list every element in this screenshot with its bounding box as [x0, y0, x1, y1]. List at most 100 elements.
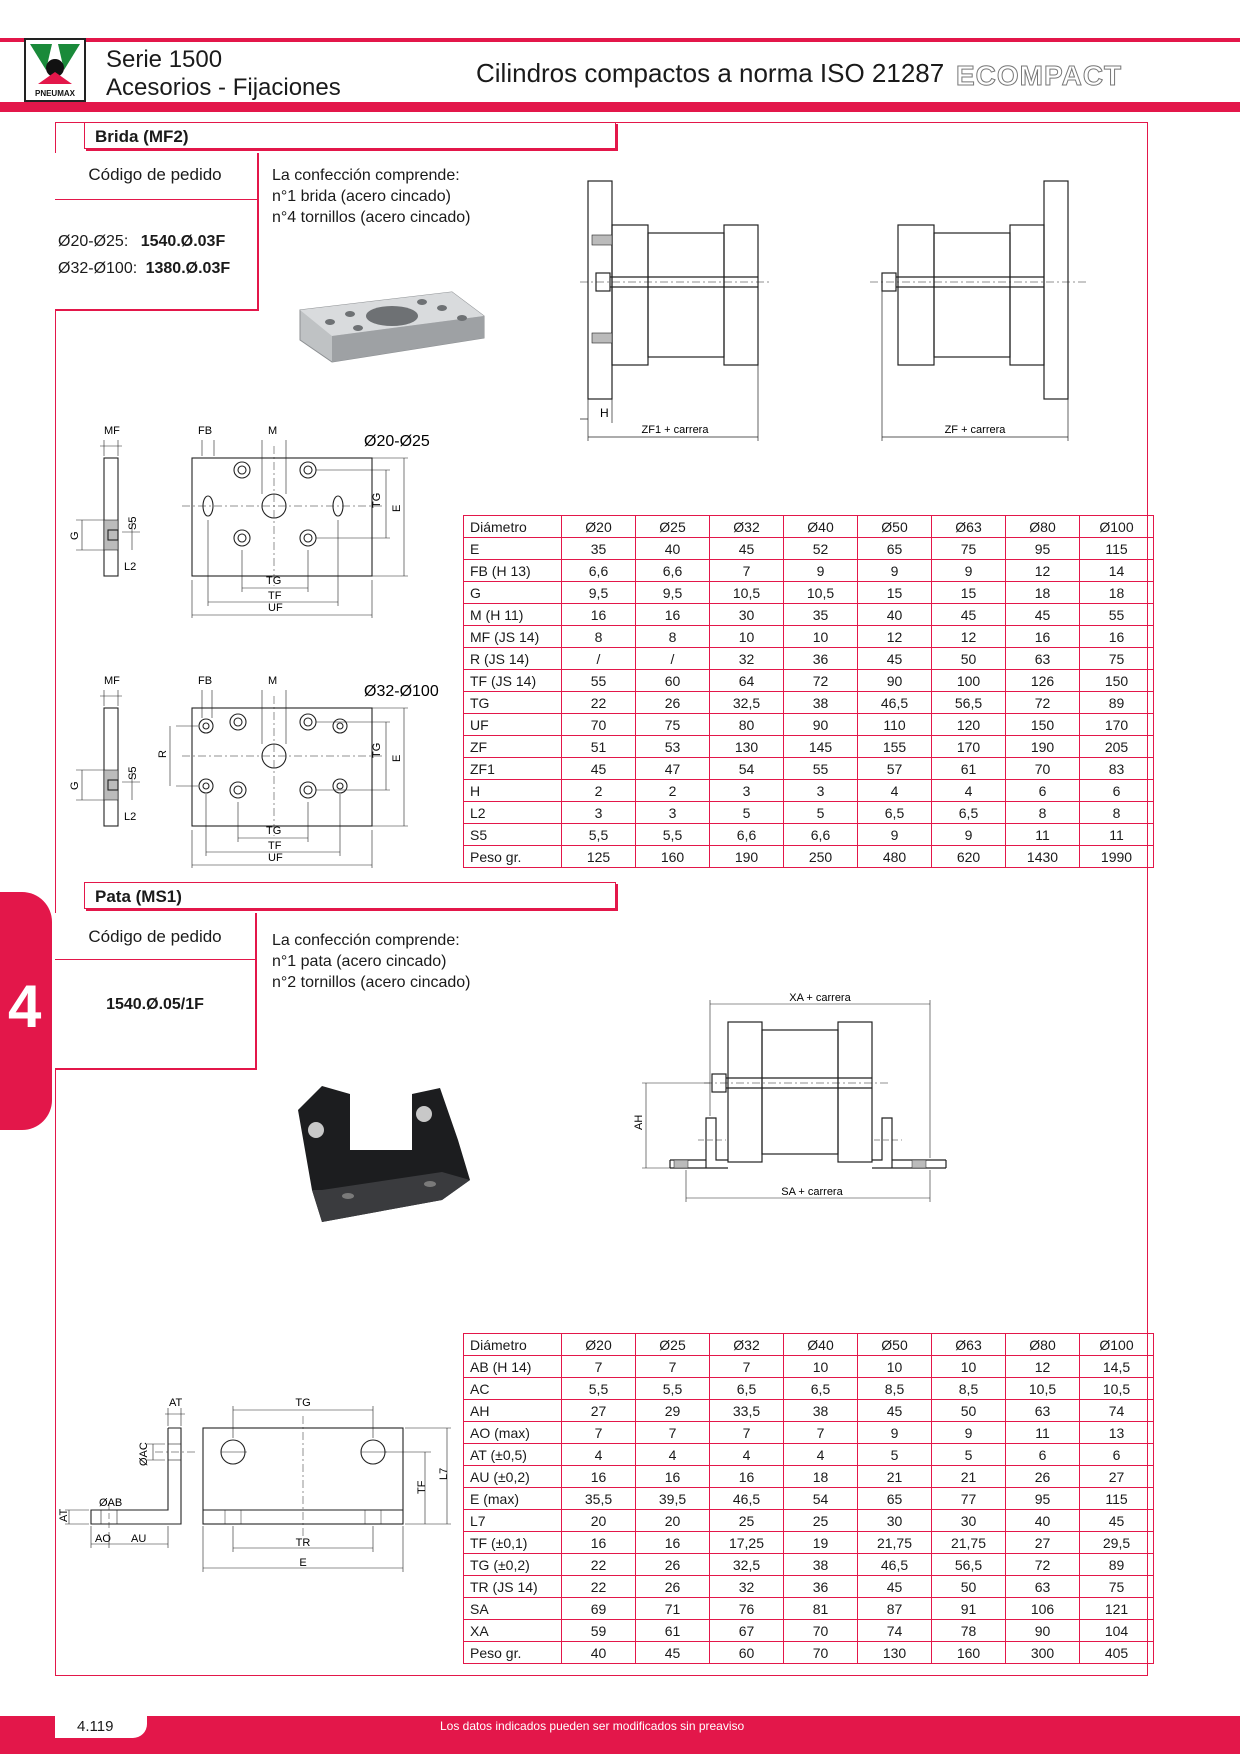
table-cell: 8 [635, 625, 710, 648]
table-cell: 12 [1005, 559, 1080, 582]
table-cell: 89 [1079, 691, 1154, 714]
dim-tg-label: TG [295, 1397, 310, 1409]
table-cell: 40 [561, 1641, 636, 1664]
table-cell: 115 [1079, 1487, 1154, 1510]
dim-tf-label: TF [416, 1480, 428, 1494]
dim-zf-label: ZF + carrera [945, 424, 1007, 436]
dim-m-label: M [268, 425, 277, 437]
pata-code-divider [55, 959, 255, 960]
table-cell: 30 [709, 603, 784, 626]
table-header-cell: Ø40 [783, 515, 858, 538]
table-cell: 7 [561, 1421, 636, 1444]
brida-code-range: Ø32-Ø100: [58, 260, 138, 277]
table-cell: 32,5 [709, 691, 784, 714]
table-cell: 18 [1079, 581, 1154, 604]
table-cell: 8,5 [931, 1377, 1006, 1400]
table-cell: 15 [857, 581, 932, 604]
table-cell: 70 [783, 1619, 858, 1642]
brida-contents: La confección comprende: n°1 brida (acer… [272, 165, 471, 228]
table-cell: 6,5 [783, 1377, 858, 1400]
table-cell: 15 [931, 581, 1006, 604]
table-cell: 2 [635, 779, 710, 802]
table-cell: 70 [783, 1641, 858, 1664]
table-row-label: S5 [463, 823, 562, 846]
table-cell: 6 [1079, 1443, 1154, 1466]
table-cell: 2 [561, 779, 636, 802]
table-cell: 30 [931, 1509, 1006, 1532]
table-cell: 9 [931, 559, 1006, 582]
table-cell: 91 [931, 1597, 1006, 1620]
table-cell: 6,6 [635, 559, 710, 582]
table-cell: 10,5 [709, 581, 784, 604]
footer-disclaimer: Los datos indicados pueden ser modificad… [440, 1719, 745, 1733]
table-cell: 53 [635, 735, 710, 758]
table-cell: 170 [931, 735, 1006, 758]
pata-contents: La confección comprende: n°1 pata (acero… [272, 930, 471, 993]
table-cell: 170 [1079, 713, 1154, 736]
table-cell: 190 [709, 845, 784, 868]
series-subtitle: Acesorios - Fijaciones [106, 74, 341, 101]
table-cell: 11 [1005, 823, 1080, 846]
table-cell: 10,5 [1079, 1377, 1154, 1400]
table-cell: 59 [561, 1619, 636, 1642]
table-cell: 480 [857, 845, 932, 868]
table-cell: 145 [783, 735, 858, 758]
table-cell: 300 [1005, 1641, 1080, 1664]
dim-s5-label: S5 [127, 767, 139, 780]
table-cell: 100 [931, 669, 1006, 692]
table-cell: 11 [1005, 1421, 1080, 1444]
footer-bar [0, 1716, 1240, 1754]
table-cell: 9 [857, 559, 932, 582]
pata-contents-item: n°1 pata (acero cincado) [272, 953, 447, 970]
table-cell: 60 [635, 669, 710, 692]
table-cell: 205 [1079, 735, 1154, 758]
table-header-cell: Ø100 [1079, 1333, 1154, 1356]
brida-code-divider [55, 199, 257, 200]
table-cell: 56,5 [931, 1553, 1006, 1576]
table-cell: 50 [931, 1575, 1006, 1598]
table-cell: 22 [561, 1575, 636, 1598]
table-cell: 78 [931, 1619, 1006, 1642]
table-cell: 150 [1005, 713, 1080, 736]
table-cell: 160 [931, 1641, 1006, 1664]
table-cell: 26 [635, 1553, 710, 1576]
dim-e-label: E [391, 755, 403, 762]
table-cell: 126 [1005, 669, 1080, 692]
table-header-cell: Ø80 [1005, 515, 1080, 538]
table-cell: 63 [1005, 1575, 1080, 1598]
table-cell: 29,5 [1079, 1531, 1154, 1554]
dim-oab-label: ØAB [99, 1497, 122, 1509]
table-cell: 8 [1005, 801, 1080, 824]
table-header-cell: Ø63 [931, 515, 1006, 538]
table-cell: 47 [635, 757, 710, 780]
logo-text: PNEUMAX [35, 89, 76, 98]
dim-e-label: E [299, 1557, 306, 1569]
table-cell: 45 [857, 1575, 932, 1598]
table-cell: 6,6 [783, 823, 858, 846]
table-cell: 10 [783, 625, 858, 648]
table-cell: 64 [709, 669, 784, 692]
table-cell: 51 [561, 735, 636, 758]
chapter-number: 4 [8, 973, 42, 1040]
table-header-cell: Ø20 [561, 1333, 636, 1356]
dim-mf-label: MF [104, 675, 120, 687]
brida-contents-item: n°4 tornillos (acero cincado) [272, 209, 471, 226]
table-cell: 7 [635, 1421, 710, 1444]
pata-contents-title: La confección comprende: [272, 932, 460, 949]
table-cell: 115 [1079, 537, 1154, 560]
table-row-label: AC [463, 1377, 562, 1400]
dim-tf-label: TF [268, 840, 282, 852]
table-header-cell: Ø32 [709, 515, 784, 538]
table-row-label: R (JS 14) [463, 647, 562, 670]
